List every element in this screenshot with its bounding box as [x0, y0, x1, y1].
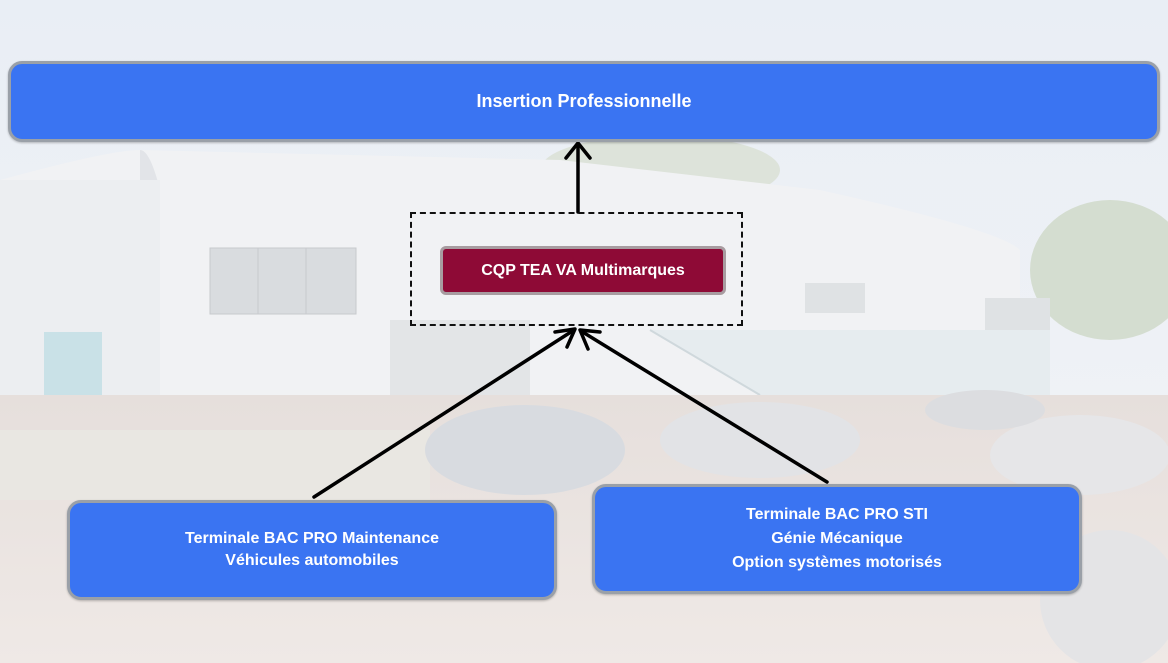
bac-pro-sti-line-3: Option systèmes motorisés: [732, 554, 942, 571]
cqp-label: CQP TEA VA Multimarques: [481, 261, 685, 279]
bac-pro-maintenance-line-2: Véhicules automobiles: [225, 552, 399, 569]
bac-pro-maintenance-line-1: Terminale BAC PRO Maintenance: [185, 530, 439, 547]
bac-pro-maintenance-box: Terminale BAC PRO Maintenance Véhicules …: [67, 500, 557, 600]
bac-pro-sti-box: Terminale BAC PRO STI Génie Mécanique Op…: [592, 484, 1082, 594]
bac-pro-sti-line-1: Terminale BAC PRO STI: [746, 506, 928, 523]
cqp-box: CQP TEA VA Multimarques: [440, 246, 726, 295]
cqp-dashed-frame: [410, 212, 743, 326]
insertion-professionnelle-box: Insertion Professionnelle: [8, 61, 1160, 142]
bac-pro-sti-line-2: Génie Mécanique: [771, 530, 903, 547]
insertion-professionnelle-label: Insertion Professionnelle: [476, 91, 692, 111]
